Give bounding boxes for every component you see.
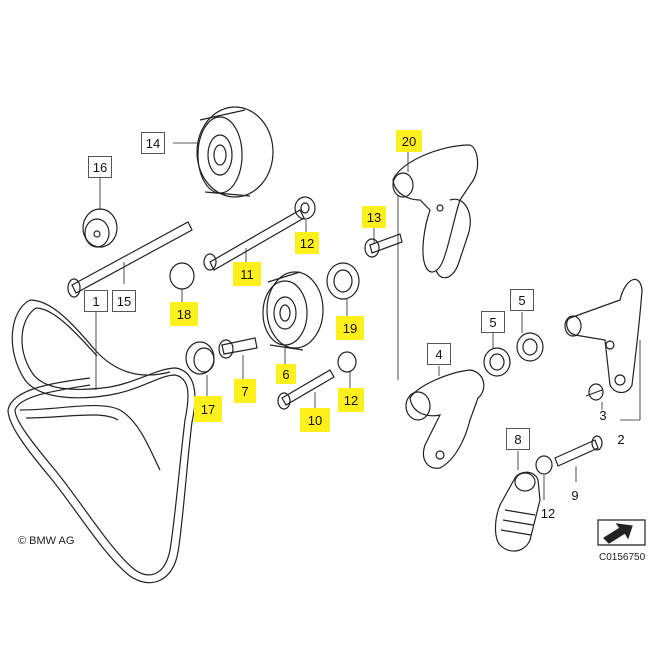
washer-12-low	[535, 455, 553, 475]
callout-2: 2	[617, 431, 625, 447]
tensioner-20	[392, 144, 479, 279]
bolt-10	[277, 369, 335, 410]
bearing-5b	[516, 332, 544, 362]
drive-belt	[7, 299, 196, 584]
bolt-7	[218, 337, 258, 359]
callout-5b: 5	[510, 289, 534, 311]
copyright-text: © BMW AG	[18, 535, 75, 547]
pulley-6	[262, 271, 324, 351]
washer-12-mid	[337, 351, 357, 373]
cap-16	[82, 208, 118, 248]
diagram-code: C0156750	[599, 552, 646, 563]
pulley-14	[196, 106, 274, 198]
callout-4: 4	[427, 343, 451, 365]
tensioner-4	[405, 369, 485, 469]
callout-16: 16	[88, 156, 112, 178]
direction-arrow-icon	[597, 519, 646, 546]
callout-1: 1	[84, 290, 108, 312]
bolt-11	[203, 209, 305, 271]
callout-13: 13	[362, 206, 386, 228]
callout-6: 6	[276, 364, 296, 384]
callout-12-mid: 12	[338, 388, 364, 412]
callout-3: 3	[599, 407, 607, 423]
bolt-15	[67, 221, 193, 298]
bush-3	[585, 383, 604, 401]
callout-9: 9	[571, 487, 579, 503]
callout-8: 8	[506, 428, 530, 450]
callout-18: 18	[170, 302, 198, 326]
cap-18	[169, 262, 195, 290]
washer-19	[326, 262, 360, 300]
callout-12-top: 12	[295, 232, 319, 254]
callout-7: 7	[234, 379, 256, 403]
callout-19: 19	[336, 316, 364, 340]
callout-15: 15	[112, 290, 136, 312]
damper-8	[494, 471, 541, 552]
callout-20: 20	[396, 130, 422, 152]
callout-10: 10	[300, 408, 330, 432]
bracket-2	[564, 278, 643, 394]
callout-5a: 5	[481, 311, 505, 333]
callout-17: 17	[194, 396, 222, 422]
bolt-9	[554, 435, 603, 467]
washer-12-top	[294, 196, 316, 220]
bolt-13	[364, 233, 403, 258]
callout-12-low: 12	[540, 505, 556, 521]
bearing-5a	[483, 347, 511, 377]
cap-17	[185, 341, 215, 375]
callout-11: 11	[233, 262, 261, 286]
callout-14: 14	[141, 132, 165, 154]
leader-lines	[95, 142, 641, 500]
